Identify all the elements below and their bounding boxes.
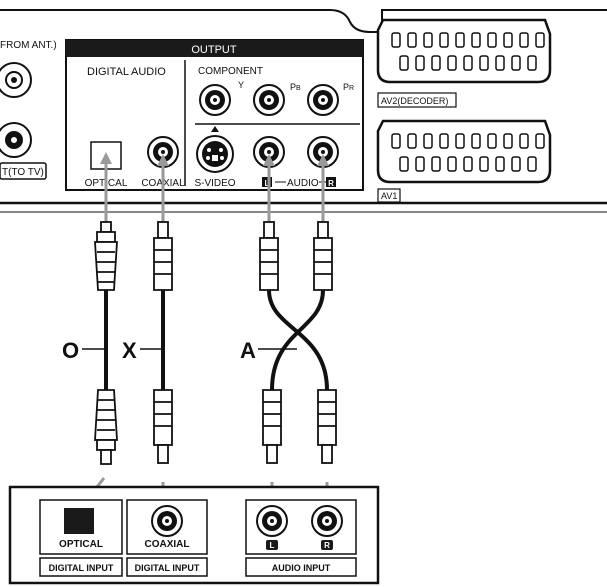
audio-input-right-badge: R — [324, 541, 330, 550]
audio-out-right-mark: R — [328, 179, 334, 188]
audio-out-left-mark: L — [265, 179, 270, 188]
coaxial-input-jack — [151, 505, 183, 537]
digital-audio-label: DIGITAL AUDIO — [87, 66, 166, 78]
audio-input-left-jack — [256, 505, 288, 537]
component-pr-jack — [307, 84, 339, 116]
audio-out-label: AUDIO — [287, 178, 319, 189]
marker-optical: O — [62, 338, 79, 363]
component-pb-label: PB — [290, 82, 301, 92]
coaxial-input-label: COAXIAL — [145, 539, 190, 550]
rf-out-connector: T(TO TV) — [0, 122, 47, 180]
audio-cable-pair — [259, 221, 337, 464]
marker-coaxial: X — [122, 338, 137, 363]
marker-audio: A — [240, 338, 256, 363]
audio-input-left-badge: L — [270, 541, 275, 550]
digital-input-label-2: DIGITAL INPUT — [135, 563, 200, 573]
digital-input-label-1: DIGITAL INPUT — [49, 563, 114, 573]
scart-av1-connector: AV1 — [376, 119, 552, 203]
audio-input-label: AUDIO INPUT — [272, 563, 331, 573]
output-title: OUTPUT — [191, 44, 237, 56]
component-y-jack — [199, 84, 231, 116]
component-pr-label: PR — [343, 82, 354, 92]
optical-input-section: OPTICAL DIGITAL INPUT — [39, 499, 123, 577]
audio-input-right-jack — [311, 505, 343, 537]
scart-av2-connector: AV2(DECODER) — [376, 18, 552, 108]
component-pb-jack — [253, 84, 285, 116]
svideo-jack — [196, 126, 234, 173]
svideo-label: S-VIDEO — [194, 178, 235, 189]
output-section: OUTPUT DIGITAL AUDIO COMPONENT Y PB PR O… — [65, 39, 364, 191]
audio-input-section: L R AUDIO INPUT — [245, 499, 357, 577]
component-label: COMPONENT — [198, 66, 263, 77]
component-y-label: Y — [238, 80, 244, 90]
coaxial-input-section: COAXIAL DIGITAL INPUT — [126, 499, 208, 577]
antenna-in-label: FROM ANT.) — [0, 40, 57, 51]
optical-cable — [94, 221, 118, 465]
receiver-panel: OPTICAL DIGITAL INPUT COAXIAL DIGITAL IN… — [8, 485, 380, 585]
audio-out-label-group: L AUDIO R — [262, 177, 336, 189]
av2-label: AV2(DECODER) — [381, 96, 448, 106]
rear-panel: FROM ANT.) T(TO TV) OUTPUT DIGITAL AUDIO… — [0, 9, 607, 213]
cable-markers: O X A — [62, 338, 297, 363]
av1-label: AV1 — [381, 191, 397, 201]
rf-out-label: T(TO TV) — [2, 167, 44, 178]
coaxial-cable — [153, 221, 173, 464]
optical-input-label: OPTICAL — [59, 539, 103, 550]
antenna-in-connector: FROM ANT.) — [0, 40, 57, 98]
